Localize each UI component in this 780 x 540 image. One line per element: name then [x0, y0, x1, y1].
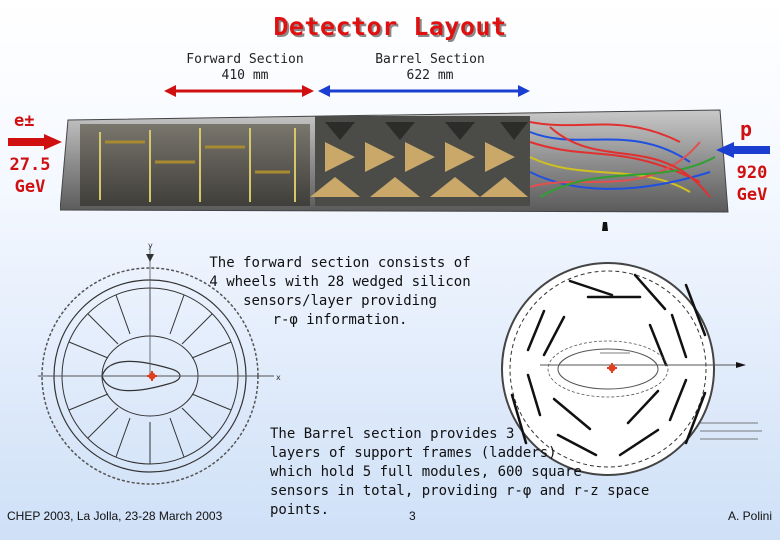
section-span-arrows	[164, 85, 530, 97]
detector-photo	[60, 109, 729, 213]
barrel-section-note: The Barrel section provides 3 layers of …	[270, 425, 690, 520]
proton-beam-particle: p	[740, 117, 753, 141]
forward-section-label: Forward Section 410 mm	[170, 52, 320, 84]
barrel-note-line: layers of support frames (ladders)	[270, 445, 557, 461]
electron-beam-arrow	[8, 134, 62, 150]
forward-note-line: 4 wheels with 28 wedged silicon	[209, 274, 471, 290]
barrel-section-name: Barrel Section	[375, 52, 485, 67]
barrel-section-length: 622 mm	[406, 68, 454, 83]
barrel-note-line: which hold 5 full modules, 600 square	[270, 464, 582, 480]
forward-note-line: sensors/layer providing	[243, 293, 437, 309]
proton-beam-energy: 920 GeV	[726, 162, 778, 206]
forward-wheel-diagram: x y	[38, 241, 281, 485]
forward-note-line: r-φ information.	[272, 312, 408, 328]
svg-text:x: x	[276, 373, 281, 382]
barrel-span-arrow	[318, 85, 530, 97]
footer-page-number: 3	[409, 509, 416, 523]
electron-energy-value: 27.5	[9, 155, 51, 175]
proton-energy-value: 920	[736, 163, 768, 183]
forward-section-note: The forward section consists of 4 wheels…	[205, 254, 475, 330]
forward-section-name: Forward Section	[186, 52, 304, 67]
forward-span-arrow	[164, 85, 314, 97]
barrel-section-label: Barrel Section 622 mm	[355, 52, 505, 84]
forward-section-length: 410 mm	[221, 68, 269, 83]
barrel-note-line: The Barrel section provides 3	[270, 426, 515, 442]
electron-energy-unit: GeV	[14, 177, 46, 197]
barrel-diagram	[501, 222, 762, 476]
page-title: Detector Layout	[273, 12, 507, 41]
proton-energy-unit: GeV	[736, 185, 768, 205]
footer-author: A. Polini	[728, 509, 773, 523]
barrel-note-line: sensors in total, providing r-φ and r-z …	[270, 483, 650, 518]
electron-beam-particle: e±	[14, 111, 35, 131]
electron-beam-energy: 27.5 GeV	[4, 154, 56, 198]
proton-beam-arrow	[716, 142, 770, 158]
footer-conference: CHEP 2003, La Jolla, 23-28 March 2003	[7, 509, 223, 523]
svg-text:y: y	[148, 241, 153, 250]
forward-note-line: The forward section consists of	[209, 255, 471, 271]
